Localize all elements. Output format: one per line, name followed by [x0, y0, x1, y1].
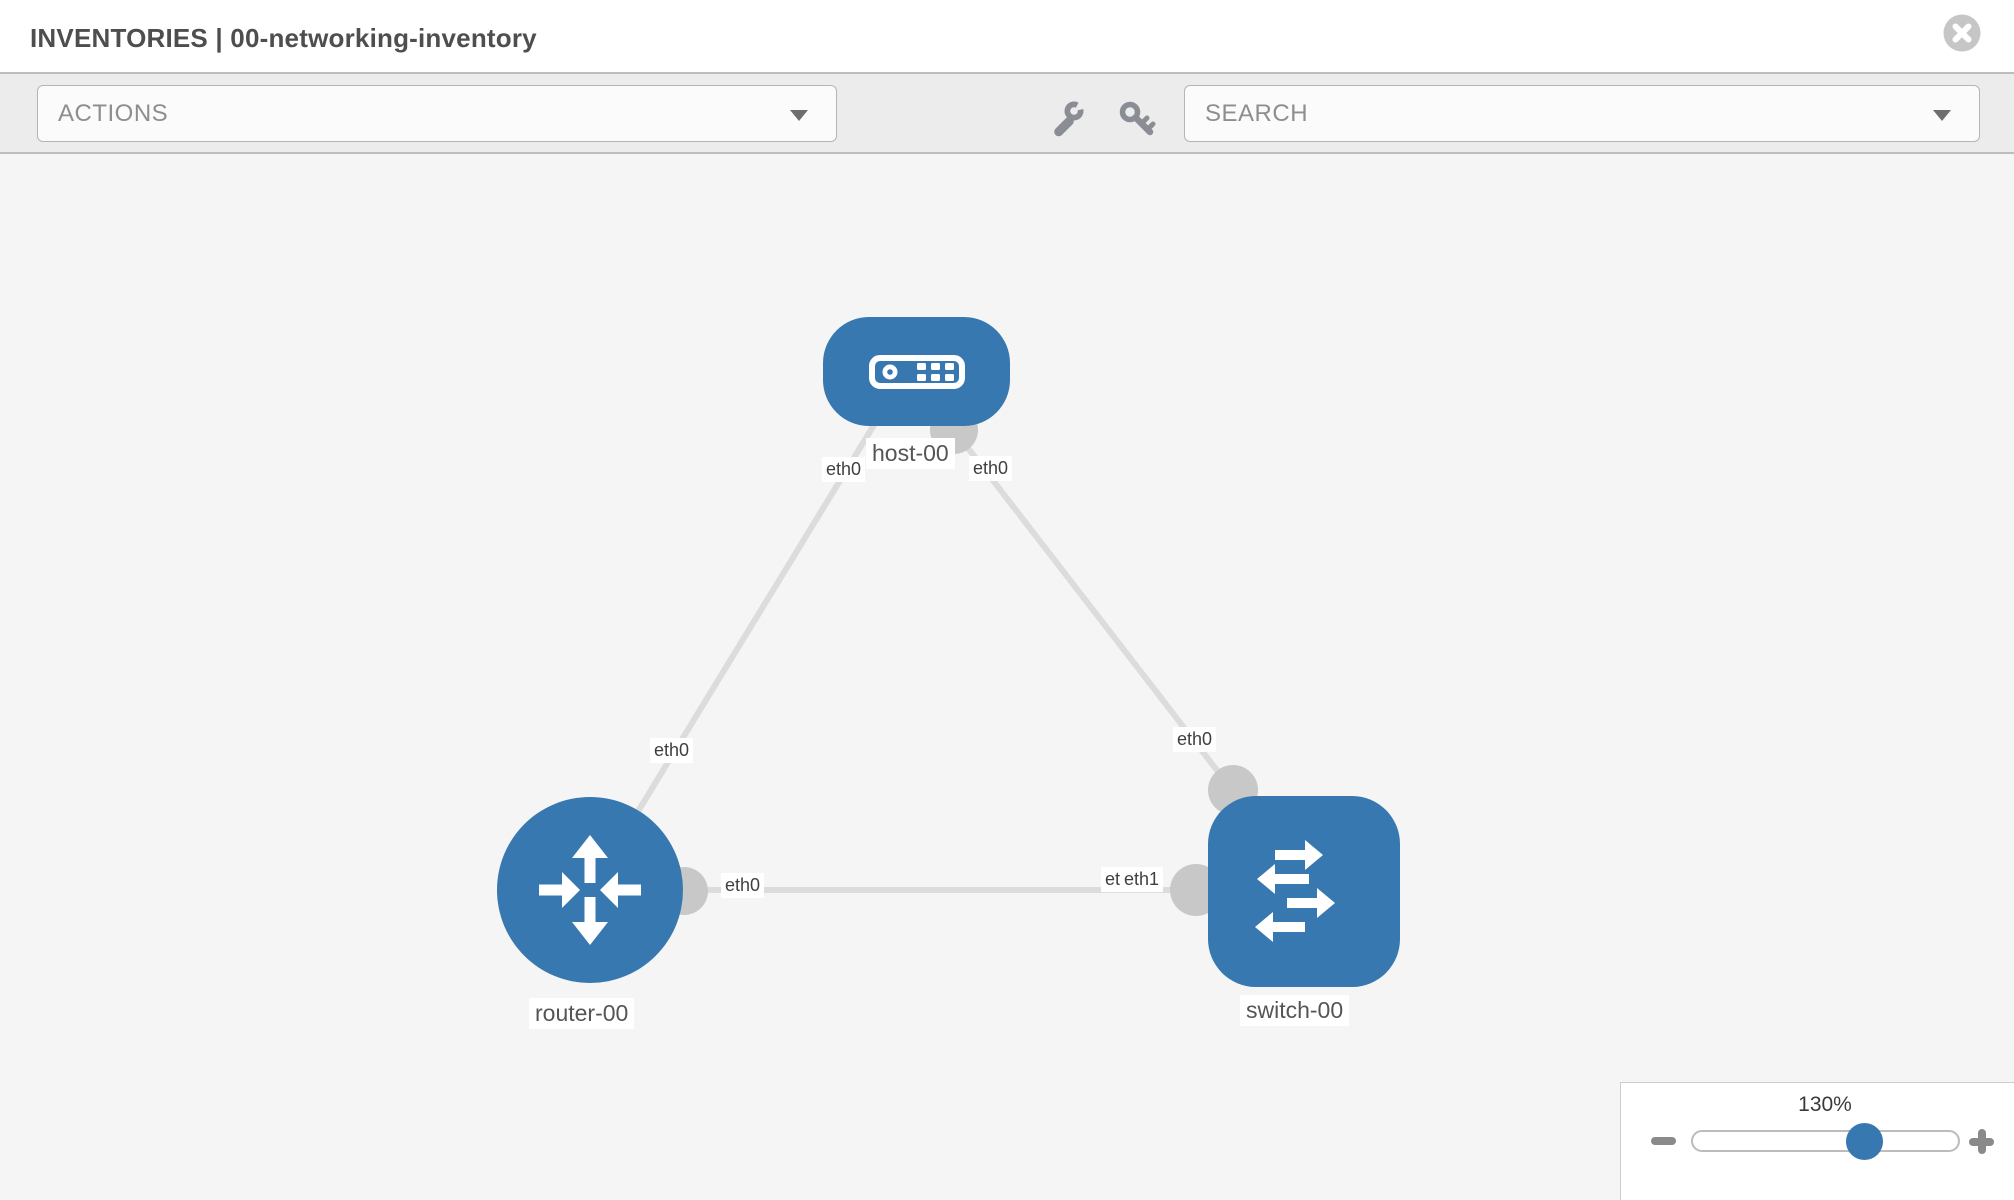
- actions-dropdown[interactable]: ACTIONS: [37, 85, 837, 142]
- interface-label-eth0: eth0: [969, 456, 1013, 481]
- key-icon: [1119, 101, 1156, 136]
- page-title: INVENTORIES | 00-networking-inventory: [30, 23, 537, 53]
- configure-button[interactable]: [1047, 99, 1088, 139]
- search-dropdown[interactable]: SEARCH: [1184, 85, 1980, 142]
- chevron-down-icon: [1933, 110, 1951, 121]
- interface-label-eth0: eth0: [1173, 727, 1217, 752]
- node-label-switch: switch-00: [1240, 995, 1350, 1026]
- actions-dropdown-label: ACTIONS: [58, 100, 169, 127]
- x-circle-icon: [1943, 14, 1981, 52]
- credentials-button[interactable]: [1117, 99, 1157, 139]
- zoom-slider-knob[interactable]: [1846, 1123, 1883, 1160]
- zoom-level-value: 130%: [1798, 1093, 1852, 1116]
- close-button[interactable]: [1943, 14, 1981, 52]
- node-host-00[interactable]: [823, 317, 1010, 426]
- topology-links-layer: [587, 406, 1263, 916]
- toolbar: ACTIONS SEARCH: [0, 72, 2014, 154]
- zoom-control-panel: 130%: [1620, 1082, 2014, 1200]
- interface-label-eth0: eth0: [721, 873, 765, 898]
- header: INVENTORIES | 00-networking-inventory: [0, 0, 2014, 72]
- plus-icon[interactable]: [1969, 1129, 1994, 1154]
- zoom-slider-track[interactable]: [1691, 1130, 1960, 1152]
- interface-label-eth0: eth0: [822, 457, 866, 482]
- router-arrows-icon: [539, 835, 641, 945]
- node-router-00[interactable]: [497, 797, 683, 983]
- switch-arrows-icon: [1255, 839, 1335, 942]
- wrench-icon: [1054, 100, 1088, 137]
- server-icon: [868, 354, 965, 389]
- topology-canvas[interactable]: host-00 router-00 switch-00 eth0 eth0 et…: [0, 154, 2014, 1200]
- search-dropdown-label: SEARCH: [1205, 100, 1309, 127]
- minus-icon[interactable]: [1651, 1137, 1676, 1145]
- node-label-host: host-00: [866, 438, 955, 469]
- plus-icon-bar: [1977, 1129, 1986, 1154]
- node-label-router: router-00: [529, 998, 635, 1029]
- links: [587, 418, 1263, 893]
- interface-ports: [660, 406, 1258, 916]
- interface-label-eth1: eth1: [1120, 867, 1164, 892]
- chevron-down-icon: [790, 110, 808, 121]
- link-host-switch: [951, 428, 1263, 828]
- node-switch-00[interactable]: [1208, 796, 1400, 987]
- interface-label-eth0: eth0: [650, 738, 694, 763]
